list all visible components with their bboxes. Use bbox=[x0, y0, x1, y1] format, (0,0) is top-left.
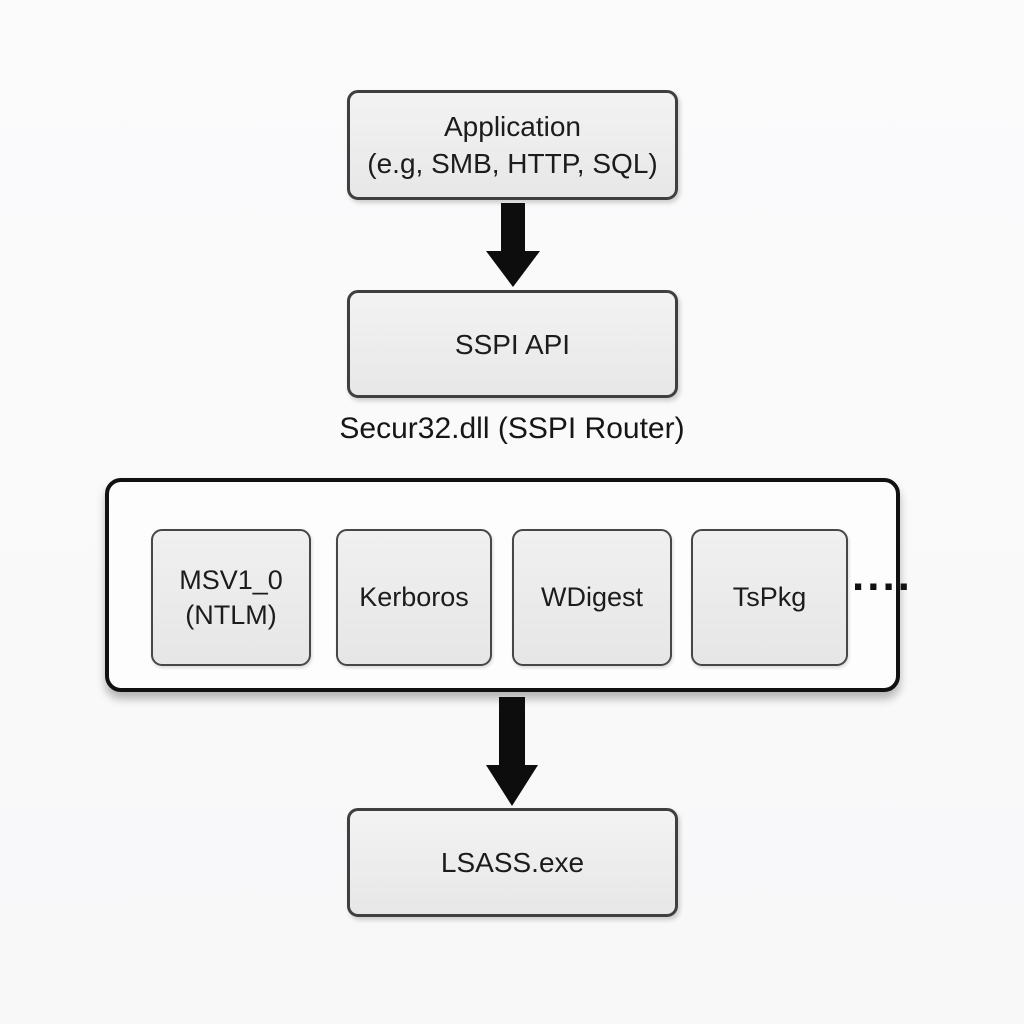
down-arrow-providers-to-lsass bbox=[478, 697, 546, 807]
provider-msv1_0-label-line2: (NTLM) bbox=[185, 599, 277, 630]
application-label-line1: Application bbox=[444, 111, 581, 142]
secur32-router-label: Secur32.dll (SSPI Router) bbox=[339, 412, 685, 445]
provider-kerboros: Kerboros bbox=[336, 529, 492, 666]
security-providers-container: MSV1_0 (NTLM) Kerboros WDigest TsPkg ...… bbox=[105, 478, 910, 692]
provider-wdigest: WDigest bbox=[512, 529, 672, 666]
application-label-line2: (e.g, SMB, HTTP, SQL) bbox=[367, 148, 658, 179]
lsass-node: LSASS.exe bbox=[347, 808, 678, 917]
provider-kerboros-label: Kerboros bbox=[359, 582, 469, 612]
application-node: Application (e.g, SMB, HTTP, SQL) bbox=[347, 90, 678, 200]
down-arrow-icon bbox=[486, 203, 540, 287]
down-arrow-application-to-sspi bbox=[480, 203, 546, 288]
sspi-api-label: SSPI API bbox=[454, 328, 571, 360]
provider-tspkg-label: TsPkg bbox=[732, 582, 807, 612]
providers-ellipsis: .... bbox=[852, 551, 913, 600]
provider-msv1_0-ntlm: MSV1_0 (NTLM) bbox=[151, 529, 311, 666]
provider-msv1_0-label-line1: MSV1_0 bbox=[179, 564, 283, 595]
down-arrow-icon bbox=[486, 697, 538, 806]
provider-tspkg: TsPkg bbox=[691, 529, 848, 666]
sspi-api-node: SSPI API bbox=[347, 290, 678, 398]
lsass-label: LSASS.exe bbox=[440, 847, 585, 878]
provider-wdigest-label: WDigest bbox=[540, 582, 643, 612]
